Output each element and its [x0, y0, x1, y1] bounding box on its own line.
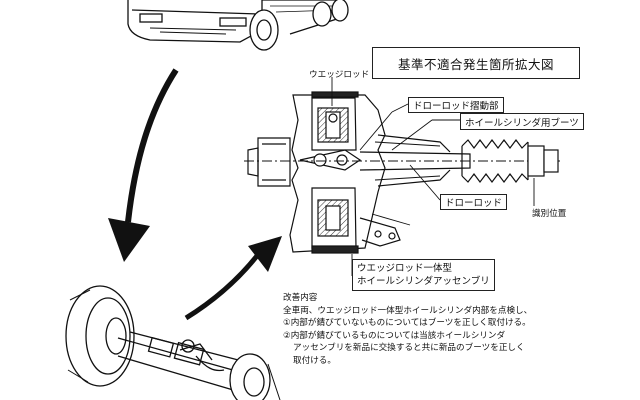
notes-heading: 改善内容 [283, 293, 318, 303]
callout-draw-rod-sliding: ドローロッド摺動部 [408, 97, 504, 113]
notes-line-1: 全車両、ウエッジロッド一体型ホイールシリンダ内部を点検し、 [283, 305, 533, 316]
truck-illustration [127, 0, 349, 51]
improvement-notes: 改善内容 全車両、ウエッジロッド一体型ホイールシリンダ内部を点検し、 ①内部が錆… [283, 292, 532, 368]
notes-line-3: ②内部が錆びているものについては当該ホイールシリンダ [283, 330, 506, 341]
notes-line-4: アッセンブリを新品に交換すると共に新品のブーツを正しく [293, 343, 525, 354]
notes-line-5: 取付ける。 [293, 355, 336, 366]
callout-draw-rod-sliding-text: ドローロッド摺動部 [413, 101, 499, 112]
cross-section-drawing [244, 91, 560, 254]
diagram-title: 基準不適合発生箇所拡大図 [372, 47, 580, 79]
axle-illustration [65, 285, 281, 400]
callout-draw-rod: ドローロッド [440, 194, 508, 210]
callout-assembly-line2: ホイールシリンダアッセンブリ [357, 276, 490, 287]
curved-arrow-down [108, 68, 179, 262]
callout-draw-rod-text: ドローロッド [445, 198, 503, 209]
callout-id-position: 識別位置 [532, 209, 567, 219]
callout-assembly: ウエッジロッド一体型 ホイールシリンダアッセンブリ [352, 259, 495, 291]
callout-wedge-rod: ウエッジロッド [309, 70, 370, 80]
callout-assembly-line1: ウエッジロッド一体型 [357, 263, 453, 274]
callout-wheel-cylinder-boots: ホイールシリンダ用ブーツ [460, 113, 584, 130]
notes-line-2: ①内部が錆びていないものについてはブーツを正しく取付ける。 [283, 318, 531, 329]
curved-arrow-up [184, 236, 282, 321]
callout-wheel-cylinder-boots-text: ホイールシリンダ用ブーツ [465, 117, 579, 129]
